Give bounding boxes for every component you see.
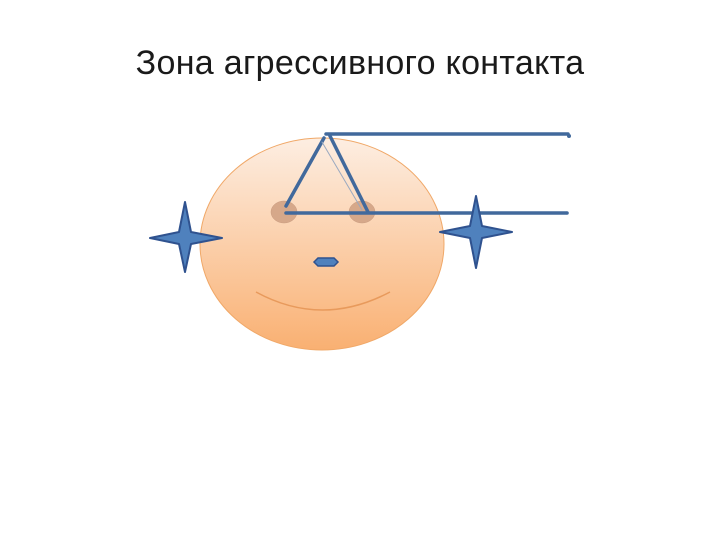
triangle-inner-line [321,141,363,211]
triangle-left-line [284,136,326,208]
face-shape [199,137,445,351]
left-star-icon [149,201,223,273]
nose-arrow-icon [312,257,340,267]
eye-level-arrow-tip [565,211,569,215]
mouth-smile [255,291,391,311]
triangle-right-line [328,134,370,214]
upper-arrow-tip [567,134,571,138]
page-title: Зона агрессивного контакта [135,44,585,82]
right-star-icon [439,195,513,269]
